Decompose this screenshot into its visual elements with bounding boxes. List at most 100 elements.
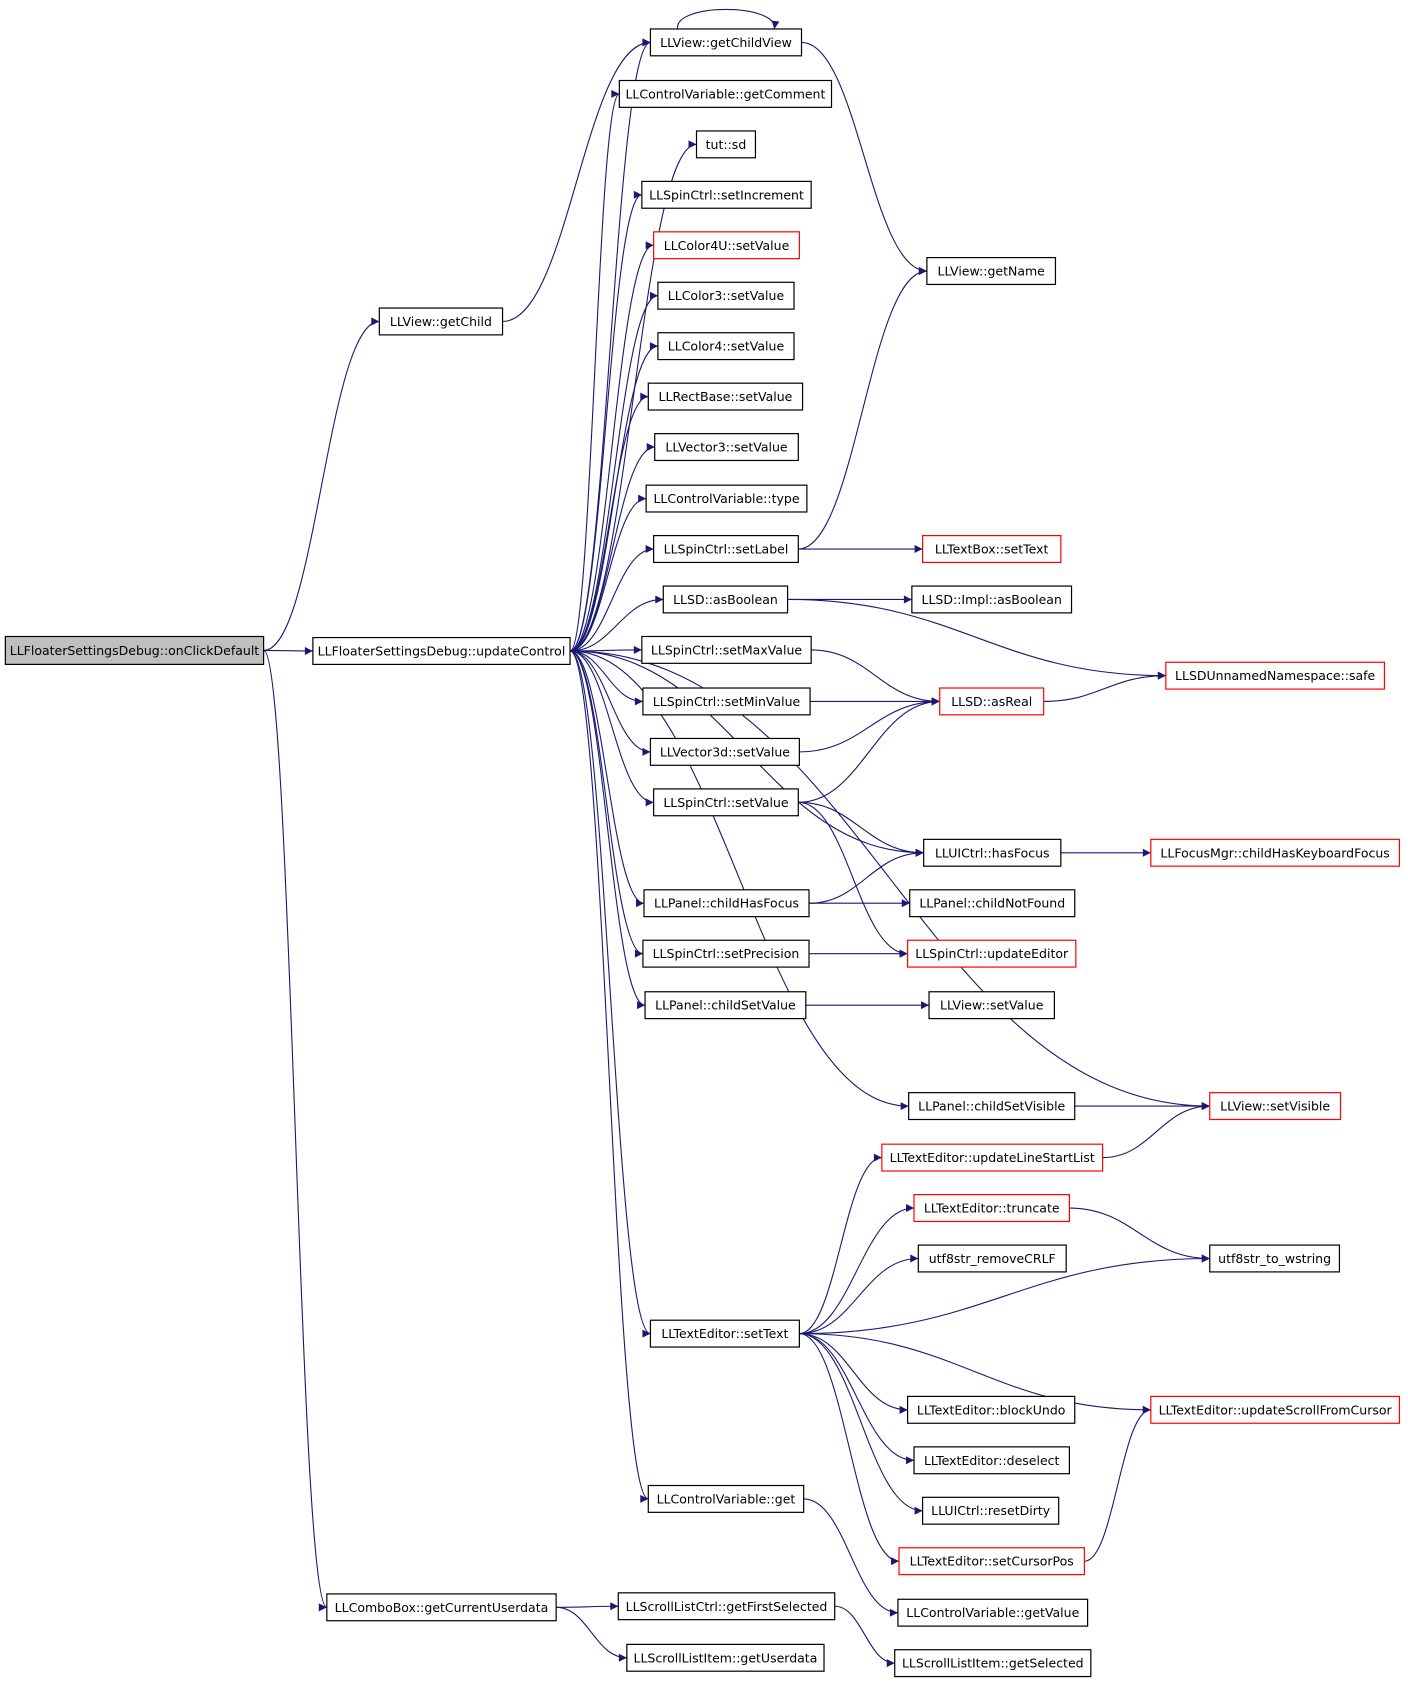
node-llpanel-childsetvalue[interactable]: LLPanel::childSetValue: [644, 991, 807, 1020]
node-llsdunnamednamespace-safe[interactable]: LLSDUnnamedNamespace::safe: [1165, 661, 1386, 690]
edge-llscrolllistctrl-getfirstselected-to-llscrolllistitem-getselected: [834, 1605, 895, 1668]
node-llcontrolvariable-getcomment[interactable]: LLControlVariable::getComment: [618, 79, 833, 108]
edge-line: [570, 545, 654, 652]
edge-line: [569, 650, 649, 1503]
edge-lltexteditor-settext-to-utf8str-to-wstring: [799, 1254, 1210, 1335]
node-lltexteditor-updatescrollfromcursor[interactable]: LLTextEditor::updateScrollFromCursor: [1150, 1395, 1401, 1424]
node-lltexteditor-truncate[interactable]: LLTextEditor::truncate: [913, 1194, 1070, 1223]
edge-llfloatersettingsdebug-updatecontrol-to-llsd-asboolean: [570, 595, 664, 652]
edge-line: [811, 649, 940, 706]
node-llvector3-setvalue[interactable]: LLVector3::setValue: [654, 433, 799, 462]
node-llview-getname[interactable]: LLView::getName: [926, 257, 1057, 286]
node-llrectbase-setvalue[interactable]: LLRectBase::setValue: [647, 382, 804, 411]
node-llspinctrl-setlabel[interactable]: LLSpinCtrl::setLabel: [653, 534, 799, 564]
node-llview-setvisible[interactable]: LLView::setVisible: [1209, 1092, 1342, 1121]
node-box: [911, 585, 1073, 614]
node-llview-getchild[interactable]: LLView::getChild: [378, 307, 504, 336]
node-lltexteditor-updatelinestartlist[interactable]: LLTextEditor::updateLineStartList: [881, 1143, 1104, 1172]
node-lltextbox-settext[interactable]: LLTextBox::setText: [921, 534, 1062, 564]
node-llpanel-childnotfound[interactable]: LLPanel::childNotFound: [909, 889, 1076, 918]
node-label: LLComboBox::getCurrentUserdata: [335, 1600, 549, 1615]
node-llsd-asreal[interactable]: LLSD::asReal: [939, 687, 1045, 716]
node-llsd-impl-asboolean[interactable]: LLSD::Impl::asBoolean: [911, 585, 1073, 614]
edge-llcombobox-getcurrentuserdata-to-llscrolllistctrl-getfirstselected: [556, 1602, 619, 1611]
edge-llview-getchildview-to-llview-getname: [801, 41, 927, 275]
edge-line: [570, 650, 651, 756]
node-lltexteditor-setcursorpos[interactable]: LLTextEditor::setCursorPos: [898, 1547, 1085, 1576]
node-box: [642, 687, 811, 716]
node-lltexteditor-deselect[interactable]: LLTextEditor::deselect: [913, 1446, 1070, 1475]
edge-lltexteditor-settext-to-lluictrl-resetdirty: [799, 1333, 923, 1515]
node-utf8str-removecrlf[interactable]: utf8str_removeCRLF: [917, 1244, 1067, 1273]
node-llcontrolvariable-get[interactable]: LLControlVariable::get: [647, 1484, 805, 1513]
node-box: [898, 1547, 1085, 1576]
node-llview-getchildview[interactable]: LLView::getChildView: [649, 28, 803, 57]
node-box: [1165, 661, 1386, 690]
edge-llfloatersettingsdebug-updatecontrol-to-llspinctrl-setprecision: [569, 650, 644, 958]
edge-line: [677, 9, 780, 30]
edge-line: [799, 697, 940, 753]
edge-llfloatersettingsdebug-updatecontrol-to-llpanel-childhasfocus: [569, 650, 645, 908]
node-llspinctrl-setminvalue[interactable]: LLSpinCtrl::setMinValue: [642, 687, 811, 716]
edge-line: [570, 650, 654, 807]
node-llspinctrl-setvalue[interactable]: LLSpinCtrl::setValue: [653, 788, 799, 817]
node-llpanel-childsetvisible[interactable]: LLPanel::childSetVisible: [908, 1092, 1076, 1121]
node-lluictrl-resetdirty[interactable]: LLUICtrl::resetDirty: [921, 1496, 1060, 1525]
node-llview-setvalue[interactable]: LLView::setValue: [928, 991, 1055, 1020]
node-label: LLFloaterSettingsDebug::onClickDefault: [10, 643, 260, 658]
node-llsd-asboolean[interactable]: LLSD::asBoolean: [662, 585, 789, 614]
node-box: [653, 231, 800, 260]
node-label: LLSD::Impl::asBoolean: [922, 592, 1062, 607]
node-llpanel-childhasfocus[interactable]: LLPanel::childHasFocus: [643, 889, 810, 918]
edge-llspinctrl-setvalue-to-lluictrl-hasfocus: [798, 801, 924, 857]
edge-line: [801, 41, 927, 275]
node-label: LLTextEditor::setText: [661, 1326, 788, 1341]
node-lluictrl-hasfocus[interactable]: LLUICtrl::hasFocus: [923, 838, 1062, 867]
edge-line: [799, 1333, 900, 1566]
edge-llfloatersettingsdebug-updatecontrol-to-llcontrolvariable-getcomment: [569, 90, 620, 652]
node-box: [917, 1244, 1067, 1273]
edge-line: [569, 650, 646, 1010]
node-label: utf8str_removeCRLF: [929, 1251, 1056, 1266]
node-llscrolllistctrl-getfirstselected[interactable]: LLScrollListCtrl::getFirstSelected: [617, 1592, 836, 1621]
node-llfloatersettingsdebug-onclickdefault[interactable]: LLFloaterSettingsDebug::onClickDefault: [4, 635, 265, 665]
edge-llspinctrl-setlabel-to-llview-getname: [798, 267, 927, 550]
node-utf8str-to-wstring[interactable]: utf8str_to_wstring: [1209, 1244, 1341, 1273]
edge-line: [569, 650, 651, 1338]
node-llcontrolvariable-type[interactable]: LLControlVariable::type: [645, 484, 808, 513]
node-llcombobox-getcurrentuserdata[interactable]: LLComboBox::getCurrentUserdata: [326, 1593, 557, 1622]
edge-lltexteditor-settext-to-lltexteditor-setcursorpos: [799, 1333, 900, 1566]
node-llspinctrl-setmaxvalue[interactable]: LLSpinCtrl::setMaxValue: [641, 635, 812, 664]
node-llcolor4u-setvalue[interactable]: LLColor4U::setValue: [653, 231, 800, 260]
node-label: LLUICtrl::hasFocus: [935, 845, 1050, 860]
node-llscrolllistitem-getselected[interactable]: LLScrollListItem::getSelected: [894, 1649, 1092, 1678]
node-lltexteditor-settext[interactable]: LLTextEditor::setText: [649, 1319, 800, 1348]
node-lltexteditor-blockundo[interactable]: LLTextEditor::blockUndo: [906, 1395, 1076, 1424]
edge-line: [570, 650, 1210, 1111]
node-label: LLColor3::setValue: [668, 288, 785, 303]
edge-llfloatersettingsdebug-updatecontrol-to-llview-setvisible: [570, 650, 1210, 1111]
node-tut-sd[interactable]: tut::sd: [695, 130, 757, 159]
edge-line: [263, 317, 380, 651]
node-box: [326, 1593, 557, 1622]
edge-llfloatersettingsdebug-updatecontrol-to-llcolor4u-setvalue: [569, 241, 654, 652]
node-llcolor4-setvalue[interactable]: LLColor4::setValue: [657, 332, 795, 361]
node-label: LLControlVariable::get: [657, 1491, 796, 1506]
node-llspinctrl-setincrement[interactable]: LLSpinCtrl::setIncrement: [641, 180, 812, 209]
node-llfocusmgr-childhaskeyboardfocus[interactable]: LLFocusMgr::childHasKeyboardFocus: [1150, 838, 1401, 867]
edge-line: [569, 392, 649, 652]
node-llfloatersettingsdebug-updatecontrol[interactable]: LLFloaterSettingsDebug::updateControl: [312, 636, 571, 665]
edge-llfloatersettingsdebug-updatecontrol-to-llcontrolvariable-type: [570, 494, 647, 652]
node-llspinctrl-setprecision[interactable]: LLSpinCtrl::setPrecision: [642, 939, 810, 968]
edge-llpanel-childhasfocus-to-lluictrl-hasfocus: [809, 848, 924, 904]
node-llspinctrl-updateeditor[interactable]: LLSpinCtrl::updateEditor: [906, 939, 1077, 968]
edge-line: [570, 443, 655, 652]
node-llcolor3-setvalue[interactable]: LLColor3::setValue: [657, 281, 795, 310]
node-box: [641, 180, 812, 209]
node-llscrolllistitem-getuserdata[interactable]: LLScrollListItem::getUserdata: [626, 1643, 825, 1672]
node-llcontrolvariable-getvalue[interactable]: LLControlVariable::getValue: [897, 1598, 1089, 1627]
node-box: [906, 939, 1077, 968]
node-llvector3d-setvalue[interactable]: LLVector3d::setValue: [649, 737, 800, 766]
edge-line: [798, 801, 924, 857]
